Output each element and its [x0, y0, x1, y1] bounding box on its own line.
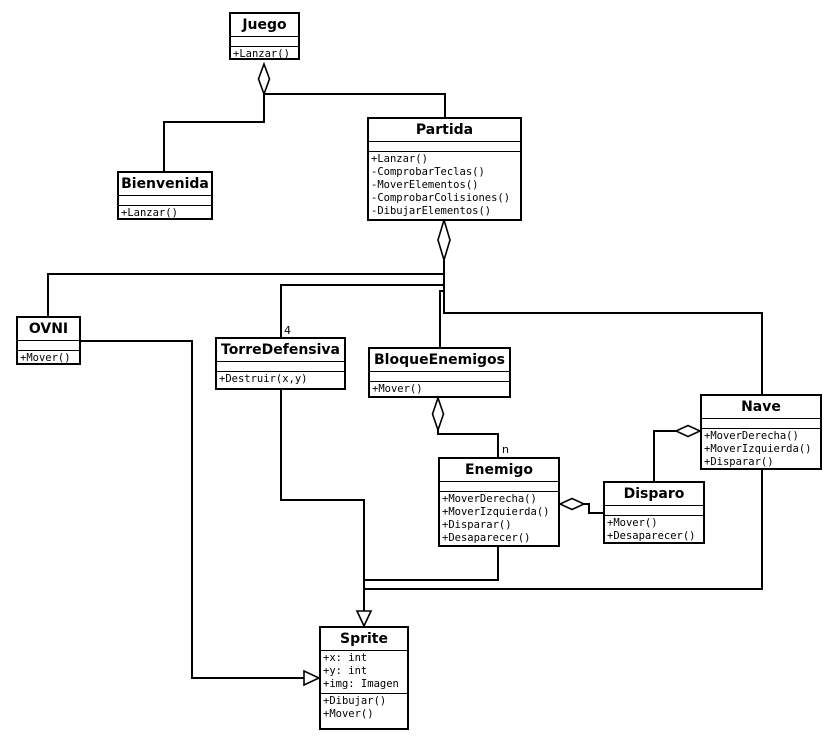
- attribute-compartment: [370, 372, 509, 382]
- attribute: +x: int: [323, 652, 368, 664]
- juego-partida-line: [264, 93, 446, 117]
- class-bienvenida[interactable]: Bienvenida +Lanzar(): [117, 171, 213, 220]
- partida-ovni-line: [47, 273, 444, 316]
- class-name: Partida: [369, 119, 520, 142]
- bloque-enemigo-line: [437, 430, 499, 457]
- enemigo-sprite-line: [364, 547, 499, 581]
- attribute: +img: Imagen: [323, 678, 399, 690]
- operation-compartment: +Mover() +Desaparecer(): [605, 516, 703, 545]
- operation: +Disparar(): [442, 519, 512, 531]
- operation: +Destruir(x,y): [219, 373, 308, 385]
- operation: +MoverDerecha(): [442, 493, 537, 505]
- juego-aggregation-diamond: [257, 61, 271, 97]
- operation-compartment: +MoverDerecha() +MoverIzquierda() +Dispa…: [440, 492, 558, 547]
- class-nave[interactable]: Nave +MoverDerecha() +MoverIzquierda() +…: [700, 394, 822, 470]
- operation: +Mover(): [20, 352, 71, 364]
- attribute-compartment: [605, 506, 703, 516]
- class-ovni[interactable]: OVNI +Mover(): [16, 316, 81, 365]
- operation-compartment: +Lanzar() -ComprobarTeclas() -MoverEleme…: [369, 152, 520, 220]
- class-name: OVNI: [18, 318, 79, 341]
- operation-compartment: +Dibujar() +Mover(): [321, 694, 407, 723]
- class-name: Nave: [702, 396, 820, 419]
- class-name: TorreDefensiva: [217, 339, 344, 362]
- class-sprite[interactable]: Sprite +x: int +y: int +img: Imagen +Dib…: [319, 626, 409, 730]
- ovni-sprite-line: [80, 340, 304, 679]
- enemigo-disparo-line: [584, 503, 603, 514]
- operation-compartment: +MoverDerecha() +MoverIzquierda() +Dispa…: [702, 429, 820, 471]
- attribute-compartment: [119, 196, 211, 206]
- operation: +MoverDerecha(): [704, 430, 799, 442]
- operation: -ComprobarTeclas(): [371, 166, 485, 178]
- operation-compartment: +Lanzar(): [119, 206, 211, 222]
- attribute-compartment: [231, 37, 298, 47]
- class-partida[interactable]: Partida +Lanzar() -ComprobarTeclas() -Mo…: [367, 117, 522, 221]
- sprite-top-generalization-triangle: [355, 610, 373, 628]
- class-bloque-enemigos[interactable]: BloqueEnemigos +Mover(): [368, 347, 511, 398]
- operation-compartment: +Destruir(x,y): [217, 372, 344, 388]
- torre-sprite-line: [280, 390, 365, 611]
- attribute: +y: int: [323, 665, 368, 677]
- operation-compartment: +Lanzar(): [231, 47, 298, 63]
- attribute-compartment: [18, 341, 79, 351]
- nave-disparo-line: [653, 430, 700, 481]
- operation: +Disparar(): [704, 456, 774, 468]
- enemigo-aggregation-diamond: [558, 497, 586, 511]
- nave-sprite-line: [364, 470, 763, 590]
- attribute-compartment: [440, 482, 558, 492]
- class-name: Sprite: [321, 628, 407, 651]
- operation: +Desaparecer(): [442, 532, 531, 544]
- operation: +Mover(): [607, 517, 658, 529]
- operation: -DibujarElementos(): [371, 205, 492, 217]
- juego-bienvenida-line: [163, 94, 265, 171]
- partida-aggregation-diamond: [437, 217, 451, 263]
- class-name: Enemigo: [440, 459, 558, 482]
- class-name: BloqueEnemigos: [370, 349, 509, 372]
- class-torre-defensiva[interactable]: TorreDefensiva +Destruir(x,y): [215, 337, 346, 390]
- operation: -MoverElementos(): [371, 179, 479, 191]
- operation: +Dibujar(): [323, 695, 387, 707]
- sprite-left-generalization-triangle: [303, 669, 321, 687]
- operation: +Mover(): [323, 708, 374, 720]
- partida-bloque-line: [439, 290, 444, 347]
- operation: +MoverIzquierda(): [442, 506, 550, 518]
- operation: +Lanzar(): [371, 153, 428, 165]
- operation: +Lanzar(): [233, 48, 290, 60]
- operation-compartment: +Mover(): [370, 382, 509, 398]
- multiplicity-enemigo: n: [502, 443, 509, 456]
- operation: +Desaparecer(): [607, 530, 696, 542]
- class-name: Juego: [231, 14, 298, 37]
- attribute-compartment: [217, 362, 344, 372]
- partida-nave-line: [443, 260, 763, 394]
- operation: +Lanzar(): [121, 207, 178, 219]
- partida-torre-line: [280, 284, 444, 337]
- attribute-compartment: +x: int +y: int +img: Imagen: [321, 651, 407, 694]
- attribute-compartment: [702, 419, 820, 429]
- class-enemigo[interactable]: Enemigo +MoverDerecha() +MoverIzquierda(…: [438, 457, 560, 547]
- multiplicity-torre: 4: [284, 324, 291, 337]
- operation-compartment: +Mover(): [18, 351, 79, 367]
- operation: +MoverIzquierda(): [704, 443, 812, 455]
- operation: -ComprobarColisiones(): [371, 192, 511, 204]
- class-name: Disparo: [605, 483, 703, 506]
- operation: +Mover(): [372, 383, 423, 395]
- nave-aggregation-diamond: [674, 424, 702, 438]
- class-juego[interactable]: Juego +Lanzar(): [229, 12, 300, 60]
- class-name: Bienvenida: [119, 173, 211, 196]
- class-disparo[interactable]: Disparo +Mover() +Desaparecer(): [603, 481, 705, 544]
- attribute-compartment: [369, 142, 520, 152]
- bloque-aggregation-diamond: [431, 395, 445, 433]
